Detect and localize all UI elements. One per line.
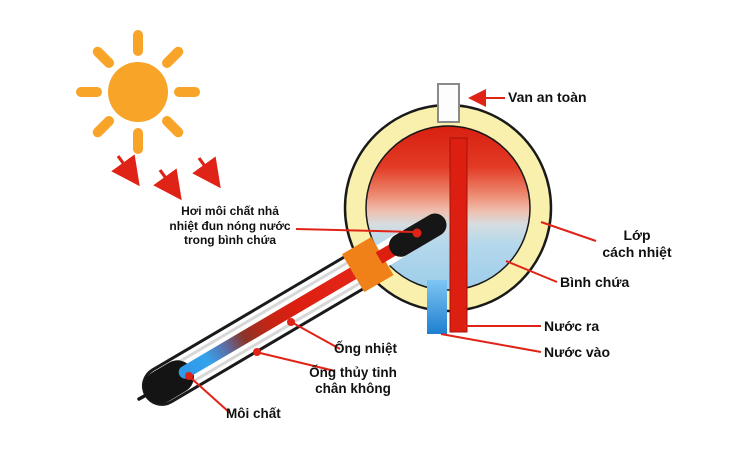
vacuum-tube-assembly — [137, 213, 447, 406]
leader-insulation — [540, 221, 597, 242]
heat-pipe — [178, 256, 377, 379]
leader-glass-tube — [259, 352, 336, 372]
sun — [76, 30, 200, 154]
leader-working-fluid — [190, 377, 231, 414]
dot-condenser — [412, 228, 422, 238]
sunlight-arrow — [192, 156, 221, 189]
label-water-out: Nước ra — [544, 318, 600, 334]
sunlight-arrows — [111, 154, 221, 201]
dot-heat-pipe — [287, 318, 295, 326]
leader-steam-note — [295, 228, 415, 233]
sun-ray — [92, 46, 114, 68]
label-heat-pipe: Ống nhiệt — [334, 341, 397, 356]
water-out-pipe — [449, 137, 468, 333]
sun-rays — [76, 30, 200, 154]
leader-tank — [505, 260, 558, 283]
dot-glass-tube — [253, 348, 261, 356]
tube-tip-spike — [137, 387, 159, 401]
leader-water-in — [440, 333, 542, 353]
sun-ray — [92, 116, 114, 138]
leader-lines — [190, 89, 597, 414]
dot-working-fluid — [185, 372, 193, 380]
sun-ray — [162, 116, 184, 138]
tank-interior — [365, 125, 531, 291]
label-tank: Bình chứa — [560, 274, 630, 290]
label-insulation: Lớp cách nhiệt — [602, 227, 672, 260]
tube-end-cap — [143, 360, 194, 404]
label-safety-valve: Van an toàn — [508, 89, 587, 105]
leader-heat-pipe — [292, 322, 341, 350]
label-water-in: Nước vào — [544, 344, 611, 360]
label-steam-note: Hơi môi chất nhả nhiệt đun nóng nước tro… — [169, 204, 291, 248]
sunlight-arrow — [153, 168, 182, 201]
tube-connector — [341, 237, 394, 293]
sunlight-arrow — [111, 154, 140, 187]
label-glass-tube: Ống thủy tinh chân không — [309, 365, 397, 397]
safety-valve — [437, 83, 460, 123]
water-in-pipe — [427, 280, 447, 334]
sun-ray — [162, 46, 184, 68]
label-working-fluid: Môi chất — [226, 406, 281, 421]
sun-disc — [108, 62, 168, 122]
leader-dots — [185, 228, 422, 380]
